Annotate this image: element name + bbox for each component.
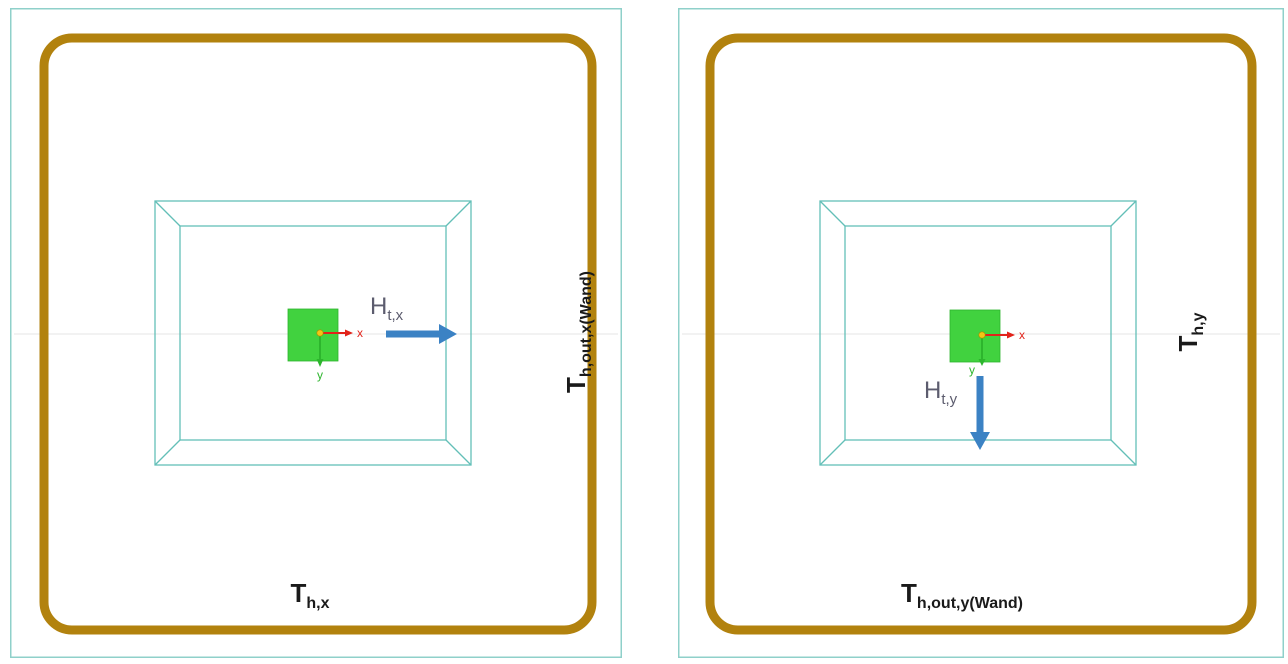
coordinate-axes: x y [316, 326, 363, 382]
panel-x-viewport: x y Ht,x Th,out,x(Wand) Th,x [10, 8, 622, 658]
y-axis-arrowhead [316, 359, 324, 367]
magnet-sample [287, 308, 339, 362]
y-axis-label: y [317, 368, 323, 382]
outer-coil-outline [705, 33, 1257, 635]
origin-marker [316, 329, 324, 337]
x-axis-label: x [1019, 328, 1025, 342]
y-axis-arrowhead [978, 359, 986, 366]
side-temperature-label: Th,y [1173, 312, 1207, 351]
bottom-temperature-label: Th,x [290, 578, 329, 612]
coordinate-axes: x y [969, 328, 1025, 377]
field-label: Ht,x [370, 293, 404, 324]
outer-coil-outline [39, 33, 597, 635]
bottom-temperature-label: Th,out,y(Wand) [901, 578, 1023, 612]
field-direction-arrow-x [386, 324, 457, 344]
x-axis-label: x [357, 326, 363, 340]
field-direction-arrow-y [970, 376, 990, 450]
y-axis-label: y [969, 363, 975, 377]
field-label: Ht,y [924, 377, 958, 408]
side-temperature-label: Th,out,x(Wand) [561, 271, 595, 393]
panel-y-viewport: x y Ht,y Th,y Th,out,y(Wand) [678, 8, 1284, 658]
magnet-sample [949, 309, 1001, 363]
x-axis-arrowhead [345, 329, 353, 337]
x-axis-arrowhead [1007, 331, 1015, 339]
origin-marker [978, 331, 986, 339]
